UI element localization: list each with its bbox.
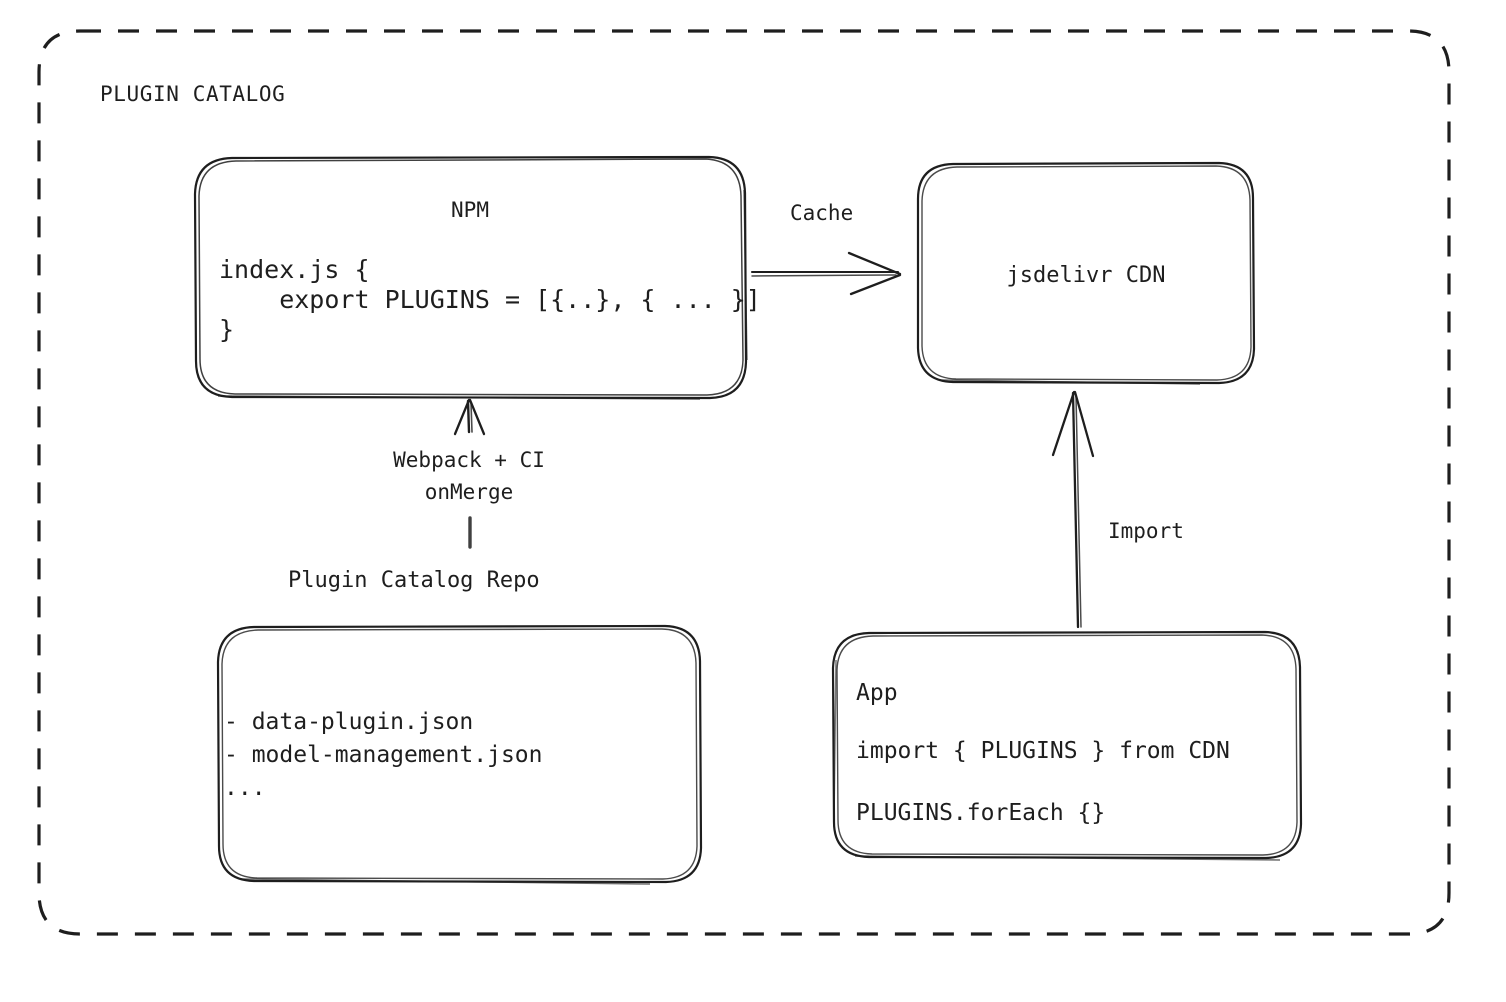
app-code-line: import { PLUGINS } from CDN bbox=[856, 738, 1230, 764]
cdn-node-label: jsdelivr CDN bbox=[1006, 263, 1166, 288]
app-code-line: PLUGINS.forEach {} bbox=[856, 800, 1106, 826]
import-edge-label: Import bbox=[1108, 519, 1184, 543]
repo-node-caption: Plugin Catalog Repo bbox=[288, 568, 540, 593]
app-node-title: App bbox=[856, 680, 898, 706]
npm-node-title: NPM bbox=[451, 198, 489, 222]
npm-code-line: } bbox=[219, 315, 235, 344]
build-edge-label: Webpack + CI bbox=[393, 448, 545, 472]
npm-code-line: export PLUGINS = [{..}, { ... }] bbox=[219, 285, 761, 314]
build-edge-label: onMerge bbox=[424, 480, 514, 504]
npm-code-line: index.js { bbox=[219, 255, 370, 284]
build-arrow bbox=[453, 398, 486, 549]
cache-arrow bbox=[750, 251, 902, 296]
repo-file-item: ... bbox=[224, 775, 266, 801]
repo-file-item: - data-plugin.json bbox=[224, 709, 474, 735]
frame-title: PLUGIN CATALOG bbox=[100, 82, 286, 106]
import-arrow bbox=[1051, 390, 1095, 629]
cache-edge-label: Cache bbox=[790, 201, 854, 225]
repo-file-item: - model-management.json bbox=[224, 742, 543, 768]
